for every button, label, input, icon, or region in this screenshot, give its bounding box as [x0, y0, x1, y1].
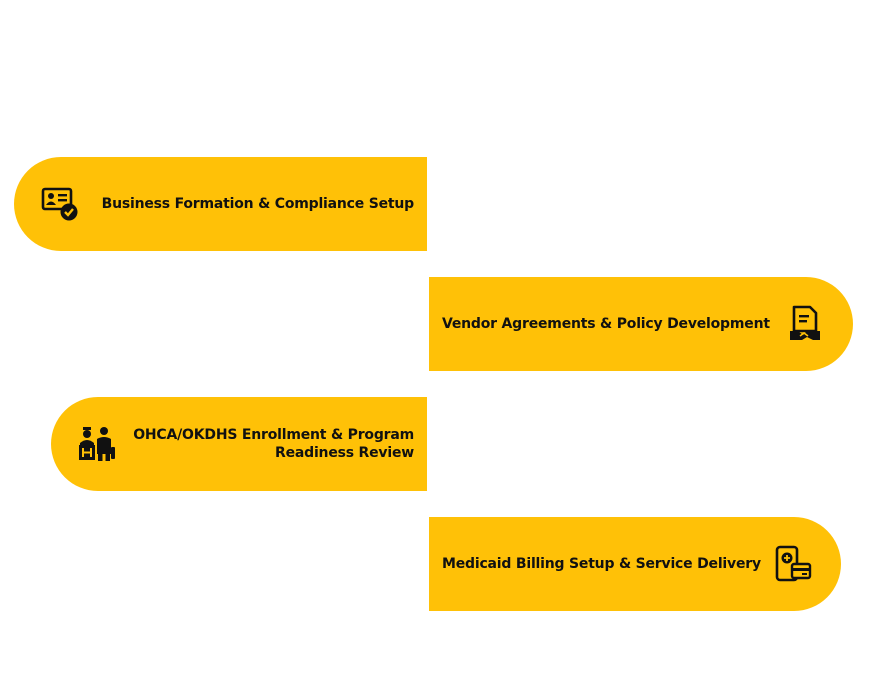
step-label: Business Formation & Compliance Setup	[101, 196, 415, 212]
step-label: Medicaid Billing Setup & Service Deliver…	[442, 556, 761, 572]
step-business-formation: Business Formation & Compliance Setup	[14, 157, 427, 251]
step-label-line: OHCA/OKDHS Enrollment & Program	[133, 427, 414, 443]
step-ohca-enrollment: OHCA/OKDHS Enrollment & Program Readines…	[51, 397, 427, 491]
step-vendor-agreements: Vendor Agreements & Policy Development	[429, 277, 853, 371]
phone-medical-card-icon	[773, 544, 813, 584]
step-label: Vendor Agreements & Policy Development	[442, 316, 770, 332]
step-label: OHCA/OKDHS Enrollment & Program Readines…	[133, 426, 414, 462]
hospital-staff-icon	[77, 424, 117, 464]
step-label-line: Readiness Review	[275, 445, 414, 461]
id-card-check-icon	[40, 184, 80, 224]
document-handshake-icon	[785, 304, 825, 344]
step-medicaid-billing: Medicaid Billing Setup & Service Deliver…	[429, 517, 841, 611]
